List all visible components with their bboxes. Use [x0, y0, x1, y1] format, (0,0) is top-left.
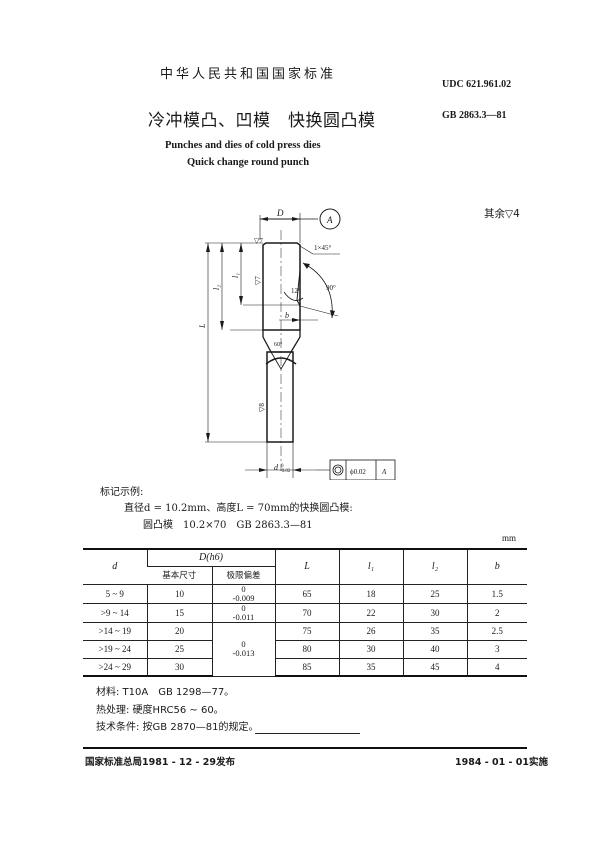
table-unit: mm	[502, 533, 517, 543]
label-chamfer: 1×45°	[314, 244, 331, 252]
label-L: L	[198, 323, 207, 329]
marking-example-designation: 圆凸模 10.2×70 GB 2863.3—81	[143, 520, 313, 531]
header-D-tolerance: 极限偏差	[211, 566, 275, 585]
dimension-table: d D(h6) L l₁ l₂ b 基本尺寸 极限偏差 5 ~ 9 10 0-0…	[83, 548, 527, 677]
roughness-shank: ▽8	[258, 403, 266, 412]
end-rule	[255, 733, 360, 734]
other-surface-roughness: 其余▽4	[484, 208, 520, 220]
header-l1: l₁	[338, 548, 403, 585]
header-D-h6: D(h6)	[146, 548, 275, 567]
label-l1: l₁	[231, 273, 240, 278]
document-title-en-2: Quick change round punch	[187, 157, 310, 168]
issue-date: 国家标准总局1981 - 12 - 29发布	[85, 757, 235, 768]
technical-conditions: 技术条件: 按GB 2870—81的规定。	[96, 722, 259, 733]
label-l2: l₂	[212, 285, 221, 290]
standard-number: GB 2863.3—81	[442, 110, 507, 121]
header-D-basic-size: 基本尺寸	[147, 566, 212, 585]
concentricity-frame	[329, 459, 396, 480]
roughness-top: ▽7	[254, 237, 263, 245]
label-d: d	[274, 463, 279, 472]
footer-rule	[83, 747, 527, 749]
d-tol-upper: 0	[281, 464, 284, 469]
label-60deg: 60°	[274, 341, 283, 348]
table-row: >9 ~ 14 15 0-0.011 70 22 30 2	[83, 603, 527, 623]
label-90deg: 90°	[326, 284, 336, 292]
datum-circle-A	[319, 208, 341, 230]
header-L: L	[274, 548, 339, 585]
material-requirement: 材料: T10A GB 1298—77。	[96, 687, 235, 698]
d-tol-lower: -0.02	[280, 469, 291, 474]
label-b: b	[285, 311, 289, 320]
label-12deg: 12°	[291, 287, 301, 295]
roughness-body: ▽7	[254, 276, 262, 285]
heat-treatment-requirement: 热处理: 硬度HRC56 ~ 60。	[96, 705, 224, 716]
header-b: b	[466, 548, 527, 585]
label-datum-A: A	[326, 215, 333, 225]
punch-drawing: line D A b d 1×45° 90° 12° 60°	[198, 208, 396, 480]
label-D: D	[276, 208, 284, 218]
udc-code: UDC 621.961.02	[442, 79, 512, 90]
marking-example-description: 直径d = 10.2mm、高度L = 70mm的快换圆凸模:	[124, 503, 353, 514]
table-row: >14 ~ 19 20 0-0.013 75 26 35 2.5	[83, 622, 527, 677]
header-l2: l₂	[402, 548, 467, 585]
table-row: 5 ~ 9 10 0-0.009 65 18 25 1.5	[83, 584, 527, 604]
header-d: d	[83, 548, 147, 585]
punch-shank	[266, 351, 294, 443]
effective-date: 1984 - 01 - 01实施	[455, 757, 548, 768]
issuing-organization: 中华人民共和国国家标准	[160, 67, 337, 82]
marking-example-label: 标记示例:	[100, 487, 144, 498]
concentricity-datum: A	[381, 468, 387, 476]
concentricity-value: ϕ0.02	[350, 468, 366, 476]
table-row: >24 ~ 29 30 85 35 45 4	[83, 658, 527, 677]
document-title-en-1: Punches and dies of cold press dies	[165, 140, 321, 151]
document-title-cn: 冷冲模凸、凹模 快换圆凸模	[148, 111, 376, 131]
table-row: >19 ~ 24 25 80 30 40 3	[83, 640, 527, 659]
